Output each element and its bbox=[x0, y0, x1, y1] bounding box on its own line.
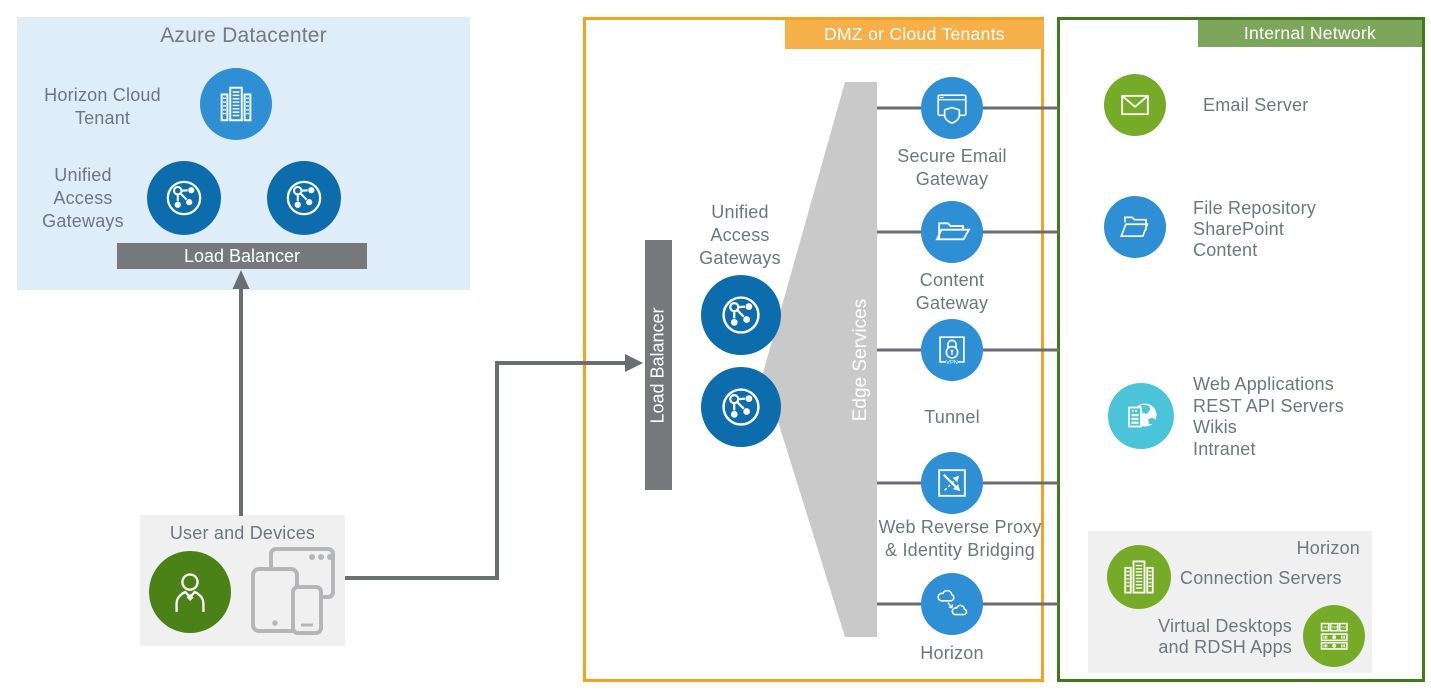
vpn-text: VPN bbox=[946, 360, 958, 366]
buildings-icon bbox=[220, 86, 252, 122]
dmz-uag-node-1 bbox=[701, 275, 781, 355]
devices-icon bbox=[251, 547, 335, 635]
azure-load-balancer-bar: Load Balancer bbox=[117, 243, 367, 269]
azure-load-balancer-label: Load Balancer bbox=[183, 245, 301, 266]
dmz-uag-label: Unified Access Gateways bbox=[699, 202, 781, 268]
internal-title: Internal Network bbox=[1243, 23, 1377, 43]
dmz-load-balancer-label: Load Balancer bbox=[647, 307, 668, 424]
content-gateway-label: Content Gateway bbox=[915, 270, 989, 313]
dmz-title: DMZ or Cloud Tenants bbox=[824, 24, 1005, 44]
vm-text: VM bbox=[1323, 626, 1328, 630]
azure-uag-node-1 bbox=[147, 161, 221, 235]
vm-host-icon: VM VM VM bbox=[1320, 622, 1348, 650]
dmz-load-balancer-bar bbox=[645, 240, 672, 490]
azure-uag-label: Unified Access Gateways bbox=[42, 165, 124, 231]
email-server-label: Email Server bbox=[1203, 95, 1309, 115]
azure-title: Azure Datacenter bbox=[160, 24, 327, 47]
web-applications-node bbox=[1108, 383, 1174, 449]
stacked-folders-icon bbox=[1120, 216, 1149, 237]
dmz-uag-node-2 bbox=[701, 367, 781, 447]
secure-email-gateway-node bbox=[921, 77, 983, 139]
clouds-icon bbox=[937, 589, 968, 616]
azure-uag-node-2 bbox=[267, 161, 341, 235]
dmz-horizon-label: Horizon bbox=[920, 643, 984, 663]
connection-servers-node bbox=[1107, 545, 1171, 609]
crossed-arrows-icon bbox=[938, 469, 966, 497]
virtual-desktops-label: Virtual Desktops and RDSH Apps bbox=[1158, 616, 1292, 657]
network-nodes-icon bbox=[166, 180, 202, 216]
network-nodes-icon bbox=[722, 388, 760, 426]
edge-services-label: Edge Services bbox=[850, 298, 871, 422]
network-nodes-icon bbox=[722, 296, 760, 334]
internal-title-bar: Internal Network bbox=[1198, 20, 1422, 47]
file-repository-node bbox=[1104, 196, 1166, 258]
horizon-cloud-tenant-label: Horizon Cloud Tenant bbox=[44, 85, 161, 128]
horizon-box-title: Horizon bbox=[1296, 538, 1360, 558]
file-repository-label: File Repository SharePoint Content bbox=[1193, 198, 1317, 260]
web-reverse-proxy-label: Web Reverse Proxy & Identity Bridging bbox=[878, 517, 1042, 560]
email-server-node bbox=[1104, 74, 1166, 136]
user-node bbox=[149, 551, 231, 633]
dmz-horizon-node bbox=[921, 573, 983, 635]
person-icon bbox=[175, 573, 205, 612]
vpn-lock-icon: VPN bbox=[939, 336, 965, 366]
virtual-desktops-node: VM VM VM bbox=[1303, 605, 1365, 667]
secure-email-gateway-label: Secure Email Gateway bbox=[897, 146, 1007, 189]
vm-text: VM bbox=[1332, 626, 1337, 630]
buildings-icon bbox=[1124, 560, 1154, 594]
user-devices-label: User and Devices bbox=[169, 523, 316, 543]
vm-text: VM bbox=[1341, 626, 1346, 630]
browser-shield-icon bbox=[937, 94, 967, 125]
tunnel-label: Tunnel bbox=[924, 407, 980, 427]
envelope-icon bbox=[1121, 94, 1149, 116]
devices-illustration bbox=[245, 543, 341, 639]
globe-server-icon bbox=[1128, 403, 1157, 428]
tunnel-node: VPN bbox=[921, 319, 983, 381]
network-nodes-icon bbox=[286, 180, 322, 216]
dmz-title-bar: DMZ or Cloud Tenants bbox=[785, 20, 1044, 49]
web-reverse-proxy-node bbox=[921, 452, 983, 514]
horizon-cloud-tenant-node bbox=[200, 68, 272, 140]
connection-servers-label: Connection Servers bbox=[1180, 568, 1342, 588]
web-applications-label: Web Applications REST API Servers Wikis … bbox=[1193, 374, 1344, 459]
content-gateway-node bbox=[921, 201, 983, 263]
open-folder-icon bbox=[935, 222, 971, 241]
